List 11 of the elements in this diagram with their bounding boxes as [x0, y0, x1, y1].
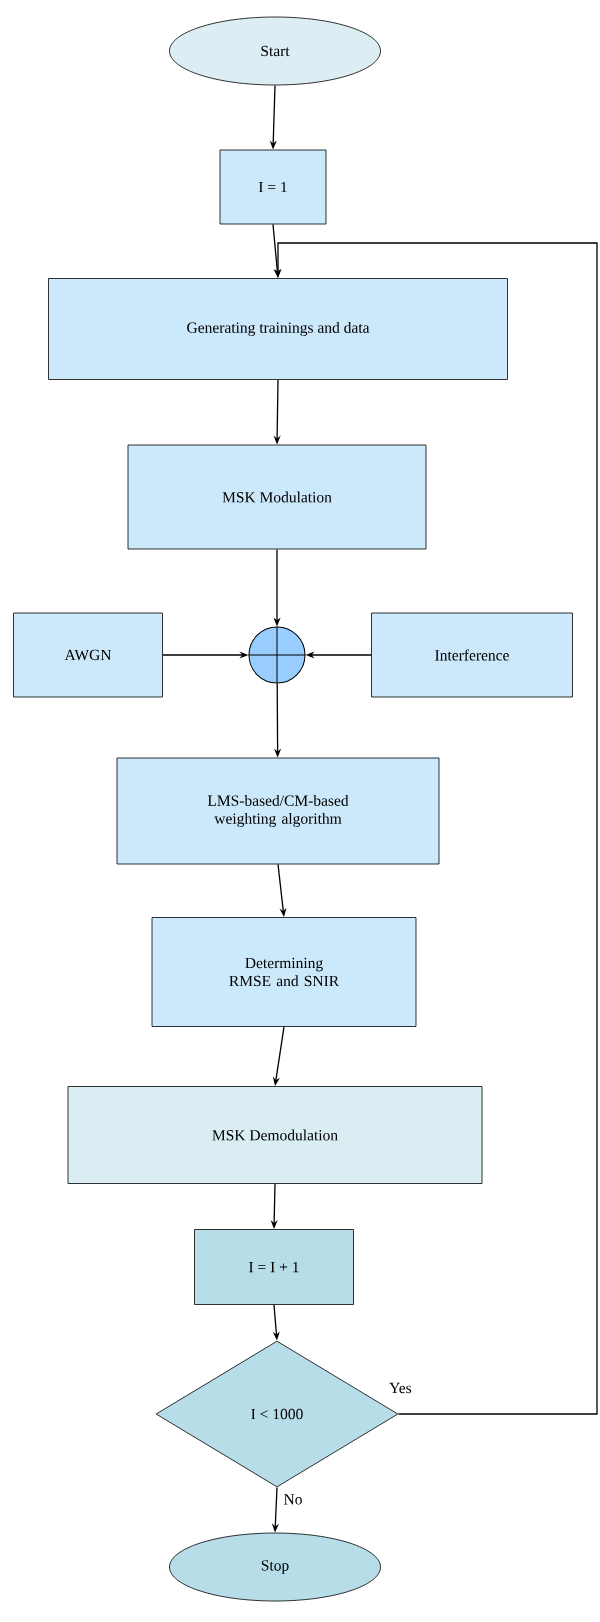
- process-box: Generating trainings and data: [48, 278, 508, 380]
- summing-junction: [248, 626, 306, 684]
- process-box: I = I + 1: [194, 1229, 354, 1305]
- input-box: AWGN: [13, 612, 163, 698]
- process-box: LMS-based/CM-based weighting algorithm: [116, 757, 440, 865]
- input-box: Interference: [371, 612, 573, 698]
- process-box: Determining RMSE and SNIR: [151, 917, 417, 1027]
- edge-label: No: [282, 1493, 304, 1506]
- process-box: MSK Demodulation: [67, 1086, 483, 1184]
- process-box: MSK Modulation: [127, 444, 427, 550]
- process-box: I = 1: [219, 149, 327, 225]
